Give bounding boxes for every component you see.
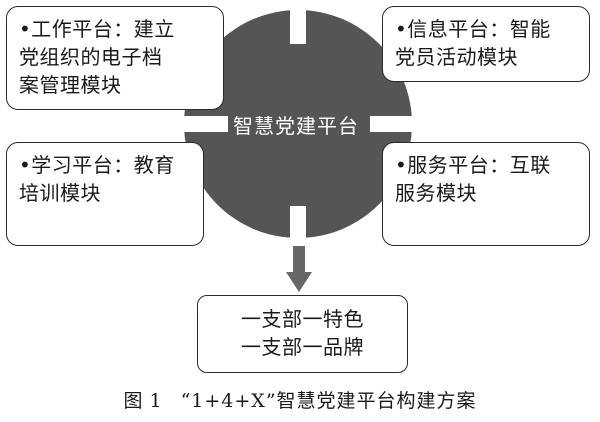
caption-number: 1 — [149, 390, 163, 412]
cross-gap-top — [290, 8, 306, 44]
work-platform-line-3: 案管理模块 — [19, 73, 122, 97]
info-platform-line-1: •信息平台：智能 — [395, 17, 551, 41]
caption-prefix: 图 — [123, 390, 144, 412]
cross-gap-right — [370, 116, 416, 132]
center-platform-label: 智慧党建平台 — [233, 114, 359, 138]
service-platform-line-1: •服务平台：互联 — [395, 153, 551, 177]
info-platform-box: •信息平台：智能 党员活动模块 — [382, 6, 590, 82]
arrow-head — [286, 272, 312, 292]
cross-gap-left — [180, 116, 228, 132]
work-platform-line-2: 党组织的电子档 — [19, 45, 163, 69]
center-circle — [184, 10, 412, 238]
branch-feature-line: 一支部一特色 — [241, 307, 364, 331]
branch-brand-box: 一支部一特色 一支部一品牌 — [197, 295, 408, 373]
service-platform-box: •服务平台：互联 服务模块 — [382, 142, 590, 246]
arrow-shaft — [293, 246, 305, 274]
service-platform-line-2: 服务模块 — [395, 181, 477, 205]
work-platform-line-1: •工作平台：建立 — [19, 17, 175, 41]
caption-title: “1+4+X”智慧党建平台构建方案 — [180, 390, 477, 412]
work-platform-box: •工作平台：建立 党组织的电子档 案管理模块 — [6, 6, 224, 110]
learning-platform-box: •学习平台：教育 培训模块 — [6, 142, 204, 246]
branch-brand-line: 一支部一品牌 — [241, 335, 364, 359]
learning-platform-line-2: 培训模块 — [19, 181, 101, 205]
info-platform-line-2: 党员活动模块 — [395, 45, 518, 69]
learning-platform-line-1: •学习平台：教育 — [19, 153, 175, 177]
cross-gap-bottom — [290, 206, 306, 246]
